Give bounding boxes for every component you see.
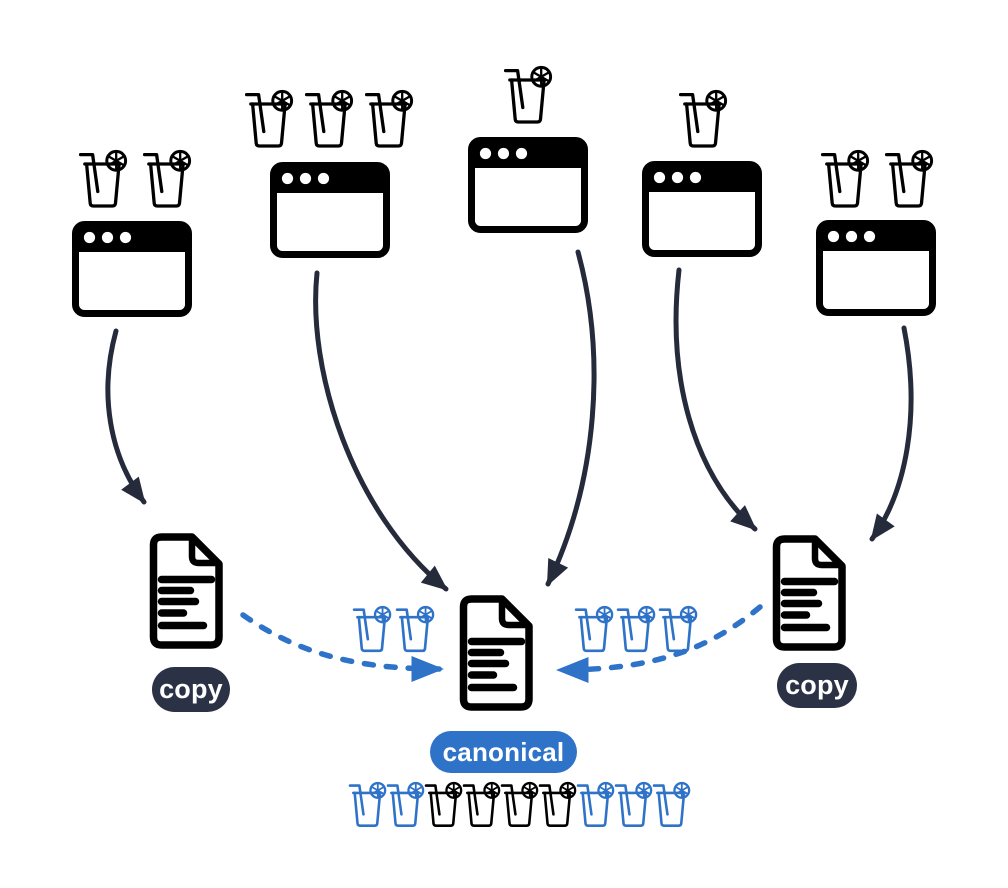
drink-icon [576,781,615,827]
drink-icon [884,149,934,208]
canonical-right-blue-drinks [574,605,698,653]
arrow-window-2-to-canonical [313,270,449,592]
drink-icon [652,781,691,827]
drink-icon [364,89,414,148]
drink-icon [348,781,387,827]
browser-window-icon-3 [472,141,585,230]
window-2-drinks [244,89,414,148]
arrow-window-4-to-copy-right [673,267,758,532]
drink-icon [574,605,614,653]
drink-icon [352,605,392,653]
bottom-drink-row [348,781,691,827]
window-5-drinks [820,149,934,208]
drink-icon [538,781,577,827]
dashed-arrow-copy-right-to-canonical [556,604,763,683]
browser-window-icon-1 [76,225,189,314]
drink-icon [462,781,501,827]
document-canonical-icon [464,599,530,707]
drink-icon [78,149,128,208]
drink-icon [614,781,653,827]
copy-left-badge: copy [152,667,230,712]
copy-right-badge: copy [777,663,857,708]
drink-icon [820,149,870,208]
canonical-badge: canonical [430,731,577,773]
arrow-window-1-to-copy-left [105,328,147,505]
canonical-left-blue-drinks [352,605,435,653]
drink-icon [616,605,656,653]
drink-icon [395,605,435,653]
browser-window-icon-5 [820,224,933,313]
window-3-drinks [503,65,553,124]
window-1-drinks [78,149,192,208]
drink-icon [386,781,425,827]
drink-icon [503,65,553,124]
drink-icon [142,149,192,208]
document-copy-right-icon [777,539,843,647]
arrow-window-5-to-copy-right [869,325,914,542]
document-copy-left-icon [154,537,220,645]
drink-icon [678,89,728,148]
drink-icon [424,781,463,827]
browser-window-icon-2 [274,166,387,255]
drink-icon [500,781,539,827]
drink-icon [244,89,294,148]
window-4-drinks [678,89,728,148]
dashed-arrow-copy-left-to-canonical [240,612,444,682]
browser-window-icon-4 [646,165,759,254]
drink-icon [658,605,698,653]
drink-icon [304,89,354,148]
arrow-window-3-to-canonical [545,249,597,587]
